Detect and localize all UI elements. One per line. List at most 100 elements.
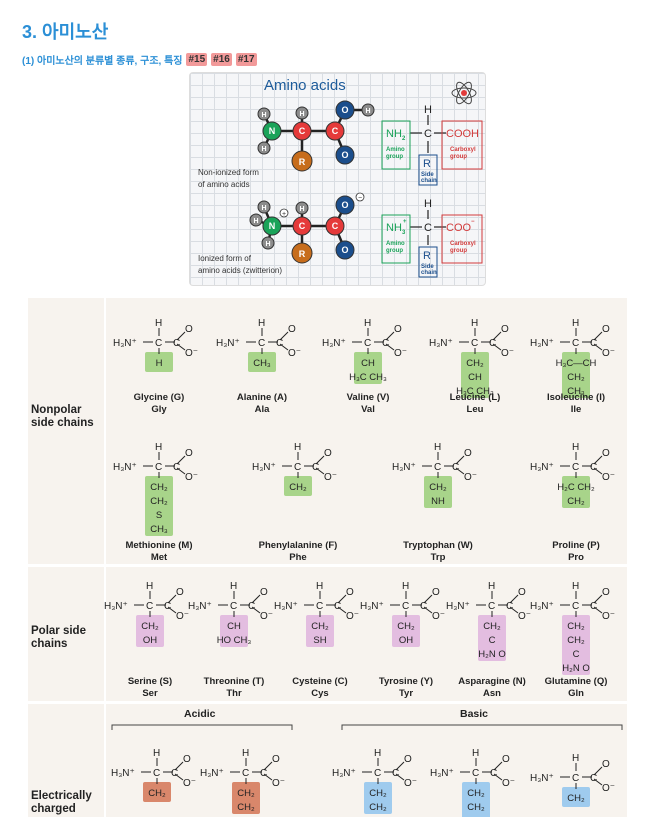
side-chain-highlight <box>284 476 312 496</box>
side-chain-atom: CH₂ <box>237 802 255 813</box>
side-chain-highlight <box>232 782 260 814</box>
group-brackets <box>111 724 623 730</box>
side-chain-atom: H₃C—CH <box>556 358 597 369</box>
backbone-h: H <box>294 442 301 453</box>
side-chain-atom: CH₂ <box>237 788 255 799</box>
atom-h <box>257 200 271 214</box>
side-chain-atom: NH <box>431 496 445 507</box>
amino-acid-abbr: Tyr <box>398 688 414 699</box>
bond <box>176 455 186 465</box>
bond <box>167 594 177 604</box>
atom-n <box>262 216 282 236</box>
atom-label: H <box>261 146 266 153</box>
carboxyl-carbon: C <box>420 601 427 612</box>
side-chain-atom: CH₂ <box>467 788 485 799</box>
bond <box>593 778 603 786</box>
side-chain-atom: CH₂ <box>141 621 159 632</box>
amino-acid-abbr: Asn <box>483 688 501 699</box>
amino-group: H₃N⁺ <box>188 601 212 612</box>
amino-acid-label: Tyrosine (Y)Tyr <box>346 676 466 700</box>
side-chain-atom: CH₃ <box>567 386 585 397</box>
amino-group: H₃N⁺ <box>104 601 128 612</box>
alpha-carbon: C <box>258 338 265 349</box>
carboxylate-oxygen: O⁻ <box>602 472 615 483</box>
bond <box>263 773 273 781</box>
side-chain-atom: H₂N O <box>562 663 589 674</box>
carboxyl-carbon: C <box>489 338 496 349</box>
bond <box>385 331 395 341</box>
atom-label: H <box>261 205 266 212</box>
amino-acid-label: Tryptophan (W)Trp <box>378 540 498 564</box>
backbone-h: H <box>488 581 495 592</box>
formula-nh2: NH <box>386 128 402 140</box>
side-chain-atom: S <box>156 510 162 521</box>
carboxyl-carbon: C <box>164 601 171 612</box>
backbone-h: H <box>572 581 579 592</box>
carboxylate-oxygen: O⁻ <box>432 611 445 622</box>
carboxyl-carbon: C <box>590 338 597 349</box>
backbone-h: H <box>434 442 441 453</box>
carboxyl-carbon: C <box>276 338 283 349</box>
formula-r: R <box>423 250 431 262</box>
atom-c <box>325 121 345 141</box>
carboxyl-carbon: C <box>248 601 255 612</box>
amino-acid-name: Tyrosine (Y) <box>378 676 434 687</box>
atom-label: C <box>299 221 306 231</box>
amino-acid-name: Proline (P) <box>552 540 600 551</box>
side-chain-highlight <box>461 352 489 398</box>
side-chain-atom: CH₃ <box>253 358 271 369</box>
atom-label: O <box>341 105 348 115</box>
carboxylate-oxygen: O⁻ <box>288 348 301 359</box>
side-chain-atom: HO CH₃ <box>217 635 252 646</box>
formula-c: C <box>424 128 432 140</box>
amino-acid-name: Tryptophan (W) <box>403 540 473 551</box>
carboxyl-carbon: C <box>590 462 597 473</box>
side-chain-highlight <box>562 352 590 398</box>
side-chain-atom: OH <box>399 635 413 646</box>
amino-acid-name: Valine (V) <box>346 392 390 403</box>
amino-acid-abbr: Leu <box>466 404 484 415</box>
bond <box>455 467 465 475</box>
carbonyl-oxygen: O <box>346 587 354 598</box>
row-separator <box>28 564 627 567</box>
carbonyl-oxygen: O <box>602 759 610 770</box>
amino-acid-name: Serine (S) <box>127 676 173 687</box>
carboxylate-oxygen: O⁻ <box>394 348 407 359</box>
amino-acid-abbr: Val <box>361 404 375 415</box>
tag-17[interactable]: #17 <box>235 53 257 66</box>
carboxyl-group-box <box>441 214 483 264</box>
carboxylate-oxygen: O⁻ <box>464 472 477 483</box>
carboxyl-group-label: group <box>450 154 467 160</box>
tag-15[interactable]: #15 <box>186 53 208 66</box>
bond <box>455 455 465 465</box>
carboxylate-oxygen: O⁻ <box>185 348 198 359</box>
side-chain-highlight <box>248 352 276 372</box>
side-chain-atom: CH₂ <box>369 788 387 799</box>
bond <box>174 773 184 781</box>
atom-label: H <box>253 218 258 225</box>
backbone-h: H <box>258 318 265 329</box>
tag-16[interactable]: #16 <box>211 53 232 66</box>
bond <box>337 594 347 604</box>
carboxylate-oxygen: O⁻ <box>346 611 359 622</box>
amino-group-box <box>381 214 411 264</box>
bond <box>167 606 177 614</box>
side-chain-atom: OH <box>143 635 157 646</box>
atom-h <box>261 236 275 250</box>
alpha-carbon: C <box>472 768 479 779</box>
amino-acid-label: Cysteine (C)Cys <box>260 676 380 700</box>
alpha-carbon: C <box>374 768 381 779</box>
backbone-h: H <box>316 581 323 592</box>
carboxyl-group-label: group <box>450 248 467 254</box>
alpha-carbon: C <box>434 462 441 473</box>
carbonyl-oxygen: O <box>602 448 610 459</box>
bond <box>509 594 519 604</box>
bond <box>251 606 261 614</box>
bond <box>337 606 347 614</box>
